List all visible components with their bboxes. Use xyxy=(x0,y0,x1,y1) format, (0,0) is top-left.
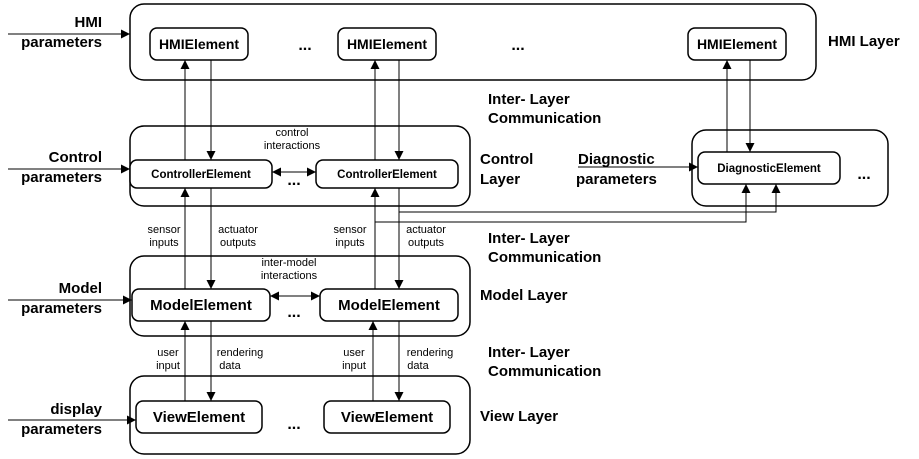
rendering-data-1a: rendering xyxy=(217,347,263,359)
view-layer-label: View Layer xyxy=(480,408,558,425)
controller-element-2: ControllerElement xyxy=(337,169,437,181)
control-interactions-label-1: control xyxy=(275,127,308,139)
model-element-box xyxy=(319,288,459,322)
hmi-ellipsis-1: ... xyxy=(298,37,311,54)
model-params-1: Model xyxy=(59,280,102,297)
sensor-inputs-2a: sensor xyxy=(333,224,366,236)
user-input-1a: user xyxy=(157,347,179,359)
view-element-1: ViewElement xyxy=(153,409,245,426)
view-element-2: ViewElement xyxy=(341,409,433,426)
hmi-params-2: parameters xyxy=(21,34,102,51)
diagnostic-params-2: parameters xyxy=(576,171,657,188)
hmi-element-3: HMIElement xyxy=(697,36,777,52)
hmi-element-box xyxy=(337,27,437,61)
control-interactions-label-2: interactions xyxy=(264,140,321,152)
rendering-data-2a: rendering xyxy=(407,347,453,359)
actuator-outputs-2b: outputs xyxy=(408,237,445,249)
hmi-element-1: HMIElement xyxy=(159,36,239,52)
view-element-box xyxy=(135,400,263,434)
actuator-outputs-1a: actuator xyxy=(218,224,258,236)
sensor-inputs-1b: inputs xyxy=(149,237,179,249)
hmi-element-2: HMIElement xyxy=(347,36,427,52)
comm-label-1b: Communication xyxy=(488,110,601,127)
user-input-2b: input xyxy=(342,360,366,372)
inter-model-label-1: inter-model xyxy=(261,257,316,269)
controller-element-box xyxy=(315,159,459,189)
hmi-layer-box xyxy=(129,3,817,81)
display-params-2: parameters xyxy=(21,421,102,438)
comm-label-2a: Inter- Layer xyxy=(488,230,570,247)
control-ellipsis: ... xyxy=(287,172,300,189)
comm-label-2b: Communication xyxy=(488,249,601,266)
view-element-box xyxy=(323,400,451,434)
hmi-ellipsis-2: ... xyxy=(511,37,524,54)
hmi-layer-label: HMI Layer xyxy=(828,33,900,50)
model-ellipsis: ... xyxy=(287,304,300,321)
user-input-1b: input xyxy=(156,360,180,372)
sensor-inputs-1a: sensor xyxy=(147,224,180,236)
control-params-1: Control xyxy=(49,149,102,166)
diagnostic-params-1: Diagnostic xyxy=(578,151,655,168)
comm-label-1a: Inter- Layer xyxy=(488,91,570,108)
arrow-to-diagnostic-2 xyxy=(399,184,781,213)
model-layer-label: Model Layer xyxy=(480,287,568,304)
hmi-params-1: HMI xyxy=(75,14,103,31)
model-params-2: parameters xyxy=(21,300,102,317)
user-input-2a: user xyxy=(343,347,365,359)
display-params-1: display xyxy=(50,401,102,418)
inter-model-label-2: interactions xyxy=(261,270,318,282)
rendering-data-2b: data xyxy=(407,360,429,372)
sensor-inputs-2b: inputs xyxy=(335,237,365,249)
diagnostic-element: DiagnosticElement xyxy=(717,163,821,175)
model-element-1: ModelElement xyxy=(150,297,252,314)
diagnostic-ellipsis: ... xyxy=(857,166,870,183)
control-layer-label-1: Control xyxy=(480,151,533,168)
comm-label-3a: Inter- Layer xyxy=(488,344,570,361)
rendering-data-1b: data xyxy=(219,360,241,372)
control-layer-label-2: Layer xyxy=(480,171,520,188)
controller-element-1: ControllerElement xyxy=(151,169,251,181)
model-element-box xyxy=(131,288,271,322)
arrow-to-diagnostic-1 xyxy=(375,184,751,223)
model-element-2: ModelElement xyxy=(338,297,440,314)
comm-label-3b: Communication xyxy=(488,363,601,380)
actuator-outputs-1b: outputs xyxy=(220,237,257,249)
actuator-outputs-2a: actuator xyxy=(406,224,446,236)
hmi-element-box xyxy=(687,27,787,61)
control-params-2: parameters xyxy=(21,169,102,186)
hmi-element-box xyxy=(149,27,249,61)
view-ellipsis: ... xyxy=(287,416,300,433)
diagnostic-element-box xyxy=(697,151,841,185)
